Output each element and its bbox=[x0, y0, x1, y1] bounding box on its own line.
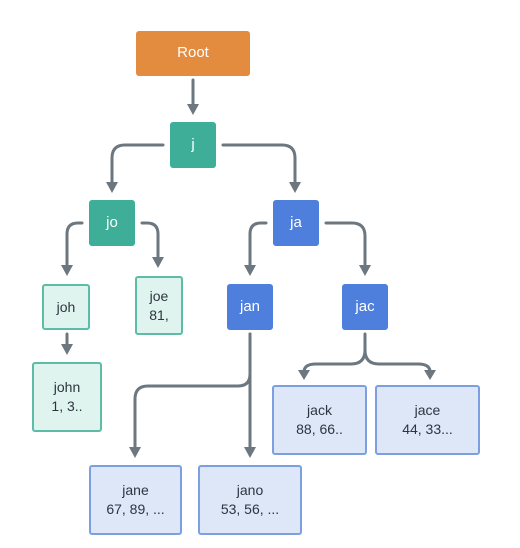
edge-jan-jane bbox=[129, 332, 252, 458]
node-jo-label: jo bbox=[106, 213, 118, 231]
node-jack: jack 88, 66.. bbox=[272, 385, 367, 455]
node-jack-values: 88, 66.. bbox=[296, 421, 343, 437]
node-john: john 1, 3.. bbox=[32, 362, 102, 432]
node-jan-label: jan bbox=[239, 297, 261, 315]
node-ja: ja bbox=[273, 200, 319, 246]
node-j-label: j bbox=[191, 135, 195, 153]
node-jano-label: jano bbox=[236, 482, 264, 499]
edge-jan-jano bbox=[244, 332, 256, 458]
node-jack-label: jack bbox=[307, 402, 332, 419]
node-ja-label: ja bbox=[290, 213, 302, 231]
node-jace-values: 44, 33... bbox=[402, 421, 453, 437]
edge-joh-john bbox=[61, 332, 73, 355]
node-jac: jac bbox=[342, 284, 388, 330]
node-jano: jano 53, 56, ... bbox=[198, 465, 302, 535]
edge-jac-jack bbox=[298, 332, 367, 380]
node-jane: jane 67, 89, ... bbox=[89, 465, 182, 535]
edge-jo-joh bbox=[61, 221, 84, 276]
node-jace-label: jace bbox=[414, 402, 441, 419]
node-j: j bbox=[170, 122, 216, 168]
node-joh-label: joh bbox=[56, 298, 76, 315]
node-joe: joe 81, bbox=[135, 276, 183, 335]
node-jano-values: 53, 56, ... bbox=[220, 501, 280, 517]
node-jace: jace 44, 33... bbox=[375, 385, 480, 455]
edge-root-j bbox=[187, 78, 199, 115]
node-jane-label: jane bbox=[122, 482, 149, 499]
node-joh: joh bbox=[42, 284, 90, 330]
edge-ja-jac bbox=[324, 221, 371, 276]
edge-j-ja bbox=[221, 143, 301, 193]
node-john-label: john bbox=[53, 379, 81, 396]
node-root: Root bbox=[136, 31, 250, 76]
node-jo: jo bbox=[89, 200, 135, 246]
node-jac-label: jac bbox=[355, 297, 375, 315]
node-john-values: 1, 3.. bbox=[51, 398, 83, 414]
edge-ja-jan bbox=[244, 221, 268, 276]
node-jan: jan bbox=[227, 284, 273, 330]
node-joe-values: 81, bbox=[149, 306, 169, 323]
node-jane-values: 67, 89, ... bbox=[106, 501, 165, 517]
node-root-label: Root bbox=[177, 44, 209, 62]
edge-jac-jace bbox=[363, 348, 436, 380]
edge-j-jo bbox=[106, 143, 165, 193]
edge-jo-joe bbox=[140, 221, 164, 268]
node-joe-label: joe bbox=[149, 287, 169, 304]
